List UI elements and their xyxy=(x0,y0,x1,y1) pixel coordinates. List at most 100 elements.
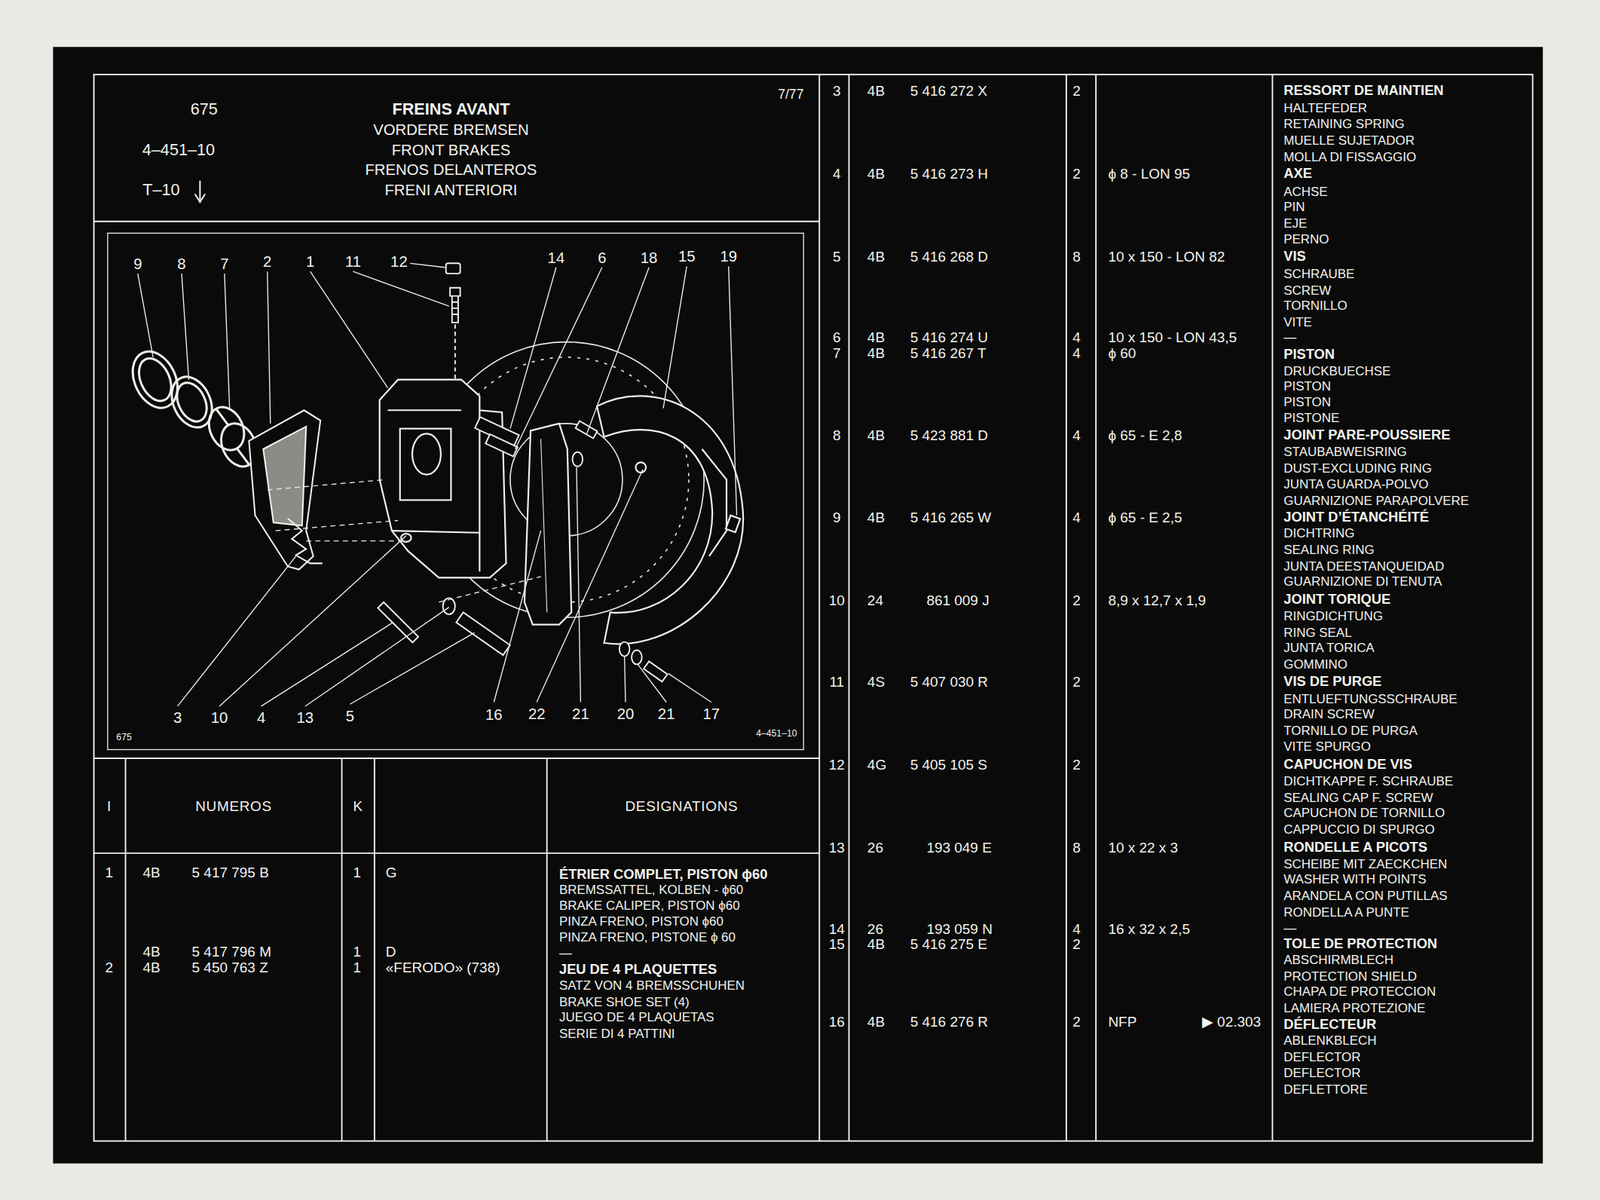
table-cell: 9 xyxy=(832,510,842,525)
callout-number: 21 xyxy=(572,705,590,721)
designation-text: LAMIERA PROTEZIONE xyxy=(1283,1001,1426,1015)
guide-pins xyxy=(485,434,518,456)
table-header: DESIGNATIONS xyxy=(624,798,738,814)
table-cell: JEU DE 4 PLAQUETTES xyxy=(559,962,717,976)
protection-shield xyxy=(725,515,741,533)
table-cell: 10 x 150 - LON 43,5 xyxy=(1107,329,1237,344)
table-cell: 8 xyxy=(1072,839,1081,854)
table-header: NUMEROS xyxy=(195,798,273,814)
table-cell: 16 xyxy=(829,1014,845,1029)
designation-text: HALTEFEDER xyxy=(1283,101,1368,115)
seals-and-piston xyxy=(164,370,221,434)
table-cell: 5 416 274 U xyxy=(910,329,989,344)
table-cell: 5 xyxy=(832,248,842,264)
table-cell: 4B xyxy=(867,329,885,344)
brake-pad xyxy=(248,409,322,570)
designation-text: VITE xyxy=(1283,315,1313,329)
designation-text: DICHTKAPPE F. SCHRAUBE xyxy=(1283,775,1454,789)
callout-number: 9 xyxy=(133,255,142,271)
caliper xyxy=(400,428,452,501)
table-cell: 5 416 276 R xyxy=(910,1014,989,1029)
protection-shield xyxy=(596,395,744,644)
seals-and-piston xyxy=(171,377,213,426)
table-cell: 4B xyxy=(867,1014,885,1029)
table-cell: 1 xyxy=(353,960,362,975)
table-cell: BRAKE CALIPER, PISTON ϕ60 xyxy=(559,899,741,913)
header-text: FRENOS DELANTEROS xyxy=(364,162,537,178)
bleed-screw xyxy=(449,287,461,323)
designation-text: RONDELLE A PICOTS xyxy=(1283,840,1428,854)
table-cell: 5 407 030 R xyxy=(910,674,989,689)
table-cell: 4 xyxy=(1072,427,1081,442)
table-cell: 4S xyxy=(867,674,885,689)
table-cell: SERIE DI 4 PATTINI xyxy=(559,1027,676,1041)
designation-text: CHAPA DE PROTECCION xyxy=(1283,985,1436,999)
designation-text: DRUCKBUECHSE xyxy=(1283,364,1391,378)
callout-number: 18 xyxy=(640,249,658,265)
table-cell: 5 416 265 W xyxy=(910,510,992,525)
table-cell: 2 xyxy=(105,960,114,975)
figure-reference: 675 xyxy=(116,733,132,743)
figure-reference: 4–451–10 xyxy=(755,728,797,738)
guide-pins xyxy=(474,416,597,467)
designation-text: MOLLA DI FISSAGGIO xyxy=(1283,150,1417,164)
header-box: 6754–451–10T–10FREINS AVANTVORDERE BREMS… xyxy=(94,74,820,222)
table-cell: 6 xyxy=(832,329,842,344)
callout-number: 8 xyxy=(177,255,186,271)
caliper xyxy=(379,379,507,579)
designation-text: JUNTA DEESTANQUEIDAD xyxy=(1283,559,1444,573)
designation-text: CAPUCHON DE TORNILLO xyxy=(1283,807,1445,820)
callout-number: 20 xyxy=(617,705,635,721)
designation-text: RING SEAL xyxy=(1283,626,1352,640)
deflector xyxy=(541,438,548,612)
table-cell: 3 xyxy=(832,83,842,98)
designation-text: WASHER WITH POINTS xyxy=(1283,873,1426,887)
table-cell: 4 xyxy=(1072,329,1081,344)
table-cell: BRAKE SHOE SET (4) xyxy=(559,995,690,1009)
table-cell: ϕ 65 - E 2,8 xyxy=(1107,427,1182,442)
table-cell: 4B xyxy=(143,865,161,880)
table-cell: 15 xyxy=(829,936,845,952)
designation-text: PROTECTION SHIELD xyxy=(1283,969,1417,983)
designation-text: DICHTRING xyxy=(1283,527,1355,541)
table-cell: 4 xyxy=(1072,921,1081,937)
table-cell: G xyxy=(385,865,398,880)
table-header: I xyxy=(107,798,112,814)
designation-text: PIN xyxy=(1283,200,1305,214)
designation-text: SCHEIBE MIT ZAECKCHEN xyxy=(1283,857,1448,871)
table-cell: 4B xyxy=(867,248,885,264)
seals-and-piston xyxy=(124,344,264,473)
table-cell: PINZA FRENO, PISTONE ϕ 60 xyxy=(559,931,736,945)
table-cell: 7 xyxy=(832,345,842,361)
table-cell: ϕ 60 xyxy=(1107,345,1136,361)
bolts-and-washers xyxy=(619,642,631,657)
table-grid xyxy=(1271,74,1273,1142)
designation-text: ABLENKBLECH xyxy=(1283,1034,1377,1048)
table-cell: 4B xyxy=(867,345,885,361)
table-cell: 2 xyxy=(1072,1014,1081,1029)
direction-arrow xyxy=(198,180,201,202)
card xyxy=(52,46,1543,1163)
table-cell: 5 416 267 T xyxy=(910,345,987,361)
table-cell: 5 416 273 H xyxy=(910,166,989,181)
designation-text: GUARNIZIONE DI TENUTA xyxy=(1283,575,1442,588)
table-cell: 8,9 x 12,7 x 1,9 xyxy=(1107,593,1206,608)
table-cell: 1 xyxy=(353,943,362,958)
table-cell: 1 xyxy=(105,865,114,880)
table-grid xyxy=(125,758,127,1142)
caliper xyxy=(412,433,441,475)
designation-text: JOINT TORIQUE xyxy=(1283,592,1391,606)
bleed-screw xyxy=(452,302,459,315)
table-cell: ▶ 02.303 xyxy=(1202,1014,1261,1029)
bolts-and-washers xyxy=(631,649,643,664)
header-text: 4–451–10 xyxy=(142,141,215,159)
table-cell: 2 xyxy=(1072,166,1081,181)
designation-text: DUST-EXCLUDING RING xyxy=(1283,461,1432,475)
protection-shield xyxy=(636,461,647,473)
table-grid xyxy=(94,220,820,223)
assembly-dashes xyxy=(267,479,542,602)
brake-pad xyxy=(263,426,306,526)
bolts-and-washers xyxy=(377,602,419,643)
table-cell: 5 423 881 D xyxy=(910,427,989,442)
table-cell: 861 009 J xyxy=(926,593,989,608)
